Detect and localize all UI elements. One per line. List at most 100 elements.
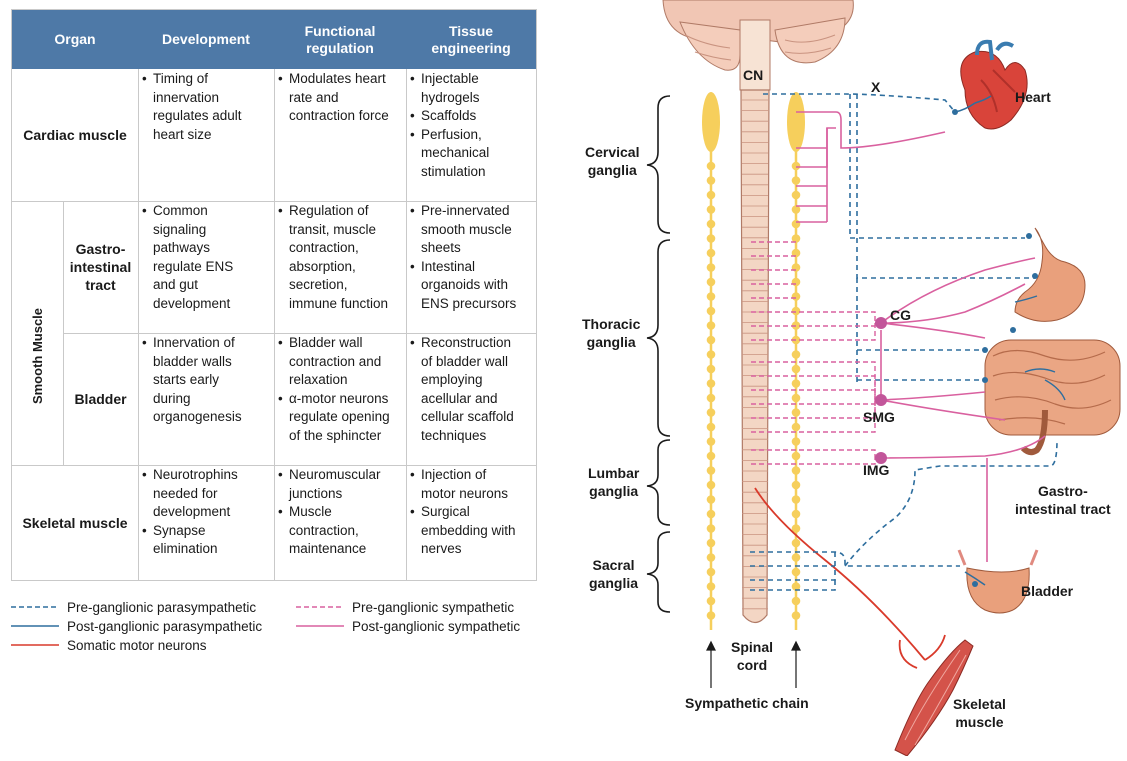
- label-gastrointestinal-tract: Gastro- intestinal tract: [1015, 482, 1111, 518]
- label-bladder: Bladder: [1021, 582, 1073, 600]
- legend-item: Somatic motor neurons: [11, 636, 207, 654]
- ganglion-node: [707, 611, 716, 620]
- ganglion-node: [792, 568, 801, 577]
- legend-item: Pre-ganglionic sympathetic: [296, 598, 514, 616]
- ganglion-node: [707, 437, 716, 446]
- comparison-table: Organ Development Functional regulation …: [11, 9, 537, 581]
- ganglion-node: [792, 379, 801, 388]
- bullet-item: Perfusion, mechanical stimulation: [410, 126, 534, 182]
- autonomic-nervous-system-diagram: CN X Heart Cervical ganglia Thoracic gan…: [545, 0, 1127, 761]
- ganglion-node: [707, 191, 716, 200]
- ganglion-node: [707, 263, 716, 272]
- gastrointestinal-tract-illustration: [985, 228, 1120, 452]
- bullet-item: Innervation of bladder walls starts earl…: [142, 334, 272, 427]
- header-tissue-engineering: Tissue engineering: [406, 10, 536, 69]
- bullet-item: Injectable hydrogels: [410, 70, 534, 107]
- legend-item: Post-ganglionic parasympathetic: [11, 617, 262, 635]
- ganglion-node: [792, 597, 801, 606]
- bullet-item: Synapse elimination: [142, 522, 272, 559]
- legend-item: Post-ganglionic sympathetic: [296, 617, 520, 635]
- legend-line-swatch: [11, 642, 59, 648]
- legend-line-swatch: [11, 604, 59, 610]
- label-cervical-ganglia: Cervical ganglia: [585, 143, 639, 179]
- organ-bladder: Bladder: [63, 333, 138, 465]
- heart-illustration: [952, 42, 1027, 129]
- label-superior-mesenteric-ganglion: SMG: [863, 408, 895, 426]
- label-spinal-cord: Spinal cord: [731, 638, 773, 674]
- column-divider: [274, 69, 275, 581]
- cell-tissue: Pre-innervated smooth muscle sheetsIntes…: [410, 202, 534, 313]
- ganglion-node: [707, 205, 716, 214]
- label-heart: Heart: [1015, 88, 1051, 106]
- ganglion-node: [707, 408, 716, 417]
- organ-skeletal-muscle: Skeletal muscle: [12, 465, 138, 581]
- preganglionic-sympathetic-fiber: [751, 390, 875, 400]
- ganglion-node: [707, 452, 716, 461]
- label-thoracic-ganglia: Thoracic ganglia: [582, 315, 640, 351]
- ganglion-node: [707, 350, 716, 359]
- ganglion-node: [792, 437, 801, 446]
- column-divider: [138, 69, 139, 581]
- ganglion-node: [707, 321, 716, 330]
- ganglion-node: [707, 481, 716, 490]
- spinal-cord: [741, 90, 769, 623]
- ganglion-node: [707, 220, 716, 229]
- cell-development: Neurotrophins needed for developmentSyna…: [142, 466, 272, 559]
- ganglion-node: [792, 292, 801, 301]
- label-sympathetic-chain: Sympathetic chain: [685, 694, 809, 712]
- ganglion-node: [792, 466, 801, 475]
- bullet-item: Injection of motor neurons: [410, 466, 534, 503]
- ganglion-node: [792, 350, 801, 359]
- bullet-item: Muscle contraction, maintenance: [278, 503, 404, 559]
- preganglionic-sympathetic-fiber: [751, 400, 875, 418]
- celiac-ganglion-dot: [875, 317, 887, 329]
- bullet-item: Pre-innervated smooth muscle sheets: [410, 202, 534, 258]
- table-header: Organ Development Functional regulation …: [12, 10, 536, 69]
- ganglion-node: [707, 365, 716, 374]
- ganglion-node: [792, 611, 801, 620]
- legend-line-swatch: [296, 623, 344, 629]
- organ-group-smooth-muscle: Smooth Muscle: [30, 261, 52, 451]
- ganglion-node: [707, 423, 716, 432]
- cell-functional: Regulation of transit, muscle contractio…: [278, 202, 404, 313]
- ganglion-node: [707, 466, 716, 475]
- cell-development: Common signaling pathways regulate ENS a…: [142, 202, 272, 313]
- legend-label: Somatic motor neurons: [67, 638, 207, 653]
- ganglion-node: [792, 365, 801, 374]
- legend-line-swatch: [11, 623, 59, 629]
- bullet-item: Bladder wall contraction and relaxation: [278, 334, 404, 390]
- ganglion-node: [792, 481, 801, 490]
- header-functional-regulation: Functional regulation: [274, 10, 406, 69]
- bullet-item: α-motor neurons regulate opening of the …: [278, 390, 404, 446]
- ganglion-node: [707, 394, 716, 403]
- ganglion-node: [707, 336, 716, 345]
- sympathetic-chain-right: [787, 92, 805, 630]
- bullet-item: Neurotrophins needed for development: [142, 466, 272, 522]
- ganglion-node: [707, 278, 716, 287]
- ganglion-node: [707, 162, 716, 171]
- preganglionic-sympathetic-fiber: [751, 400, 875, 432]
- ganglion-node: [792, 539, 801, 548]
- ganglion-node: [707, 597, 716, 606]
- preganglionic-sympathetic-fiber: [751, 450, 875, 458]
- ganglion-node: [792, 162, 801, 171]
- cell-tissue: Injection of motor neuronsSurgical embed…: [410, 466, 534, 559]
- legend-label: Pre-ganglionic parasympathetic: [67, 600, 256, 615]
- bullet-item: Neuromuscular junctions: [278, 466, 404, 503]
- legend-line-swatch: [296, 604, 344, 610]
- ganglion-node: [707, 524, 716, 533]
- ganglion-node: [792, 423, 801, 432]
- label-lumbar-ganglia: Lumbar ganglia: [588, 464, 639, 500]
- cell-tissue: Injectable hydrogelsScaffoldsPerfusion, …: [410, 70, 534, 181]
- ganglion-node: [707, 249, 716, 258]
- ganglion-node: [707, 582, 716, 591]
- ganglion-node: [707, 292, 716, 301]
- cell-functional: Bladder wall contraction and relaxationα…: [278, 334, 404, 445]
- label-inferior-mesenteric-ganglion: IMG: [863, 461, 889, 479]
- ganglion-node: [792, 408, 801, 417]
- cell-functional: Neuromuscular junctionsMuscle contractio…: [278, 466, 404, 559]
- ganglion-node: [792, 510, 801, 519]
- ganglion-node: [707, 307, 716, 316]
- bullet-item: Common signaling pathways regulate ENS a…: [142, 202, 272, 313]
- bullet-item: Timing of innervation regulates adult he…: [142, 70, 272, 144]
